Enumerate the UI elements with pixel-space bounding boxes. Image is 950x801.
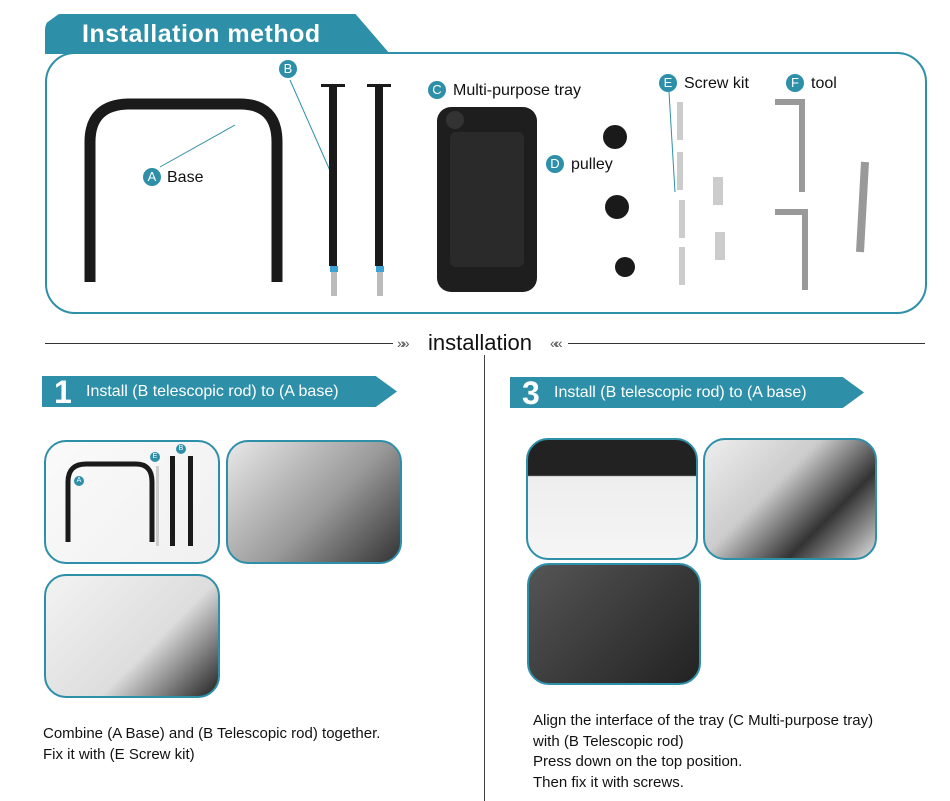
photo-label-e: E bbox=[150, 452, 160, 462]
parts-illustration bbox=[84, 79, 869, 296]
section-title: installation bbox=[428, 330, 532, 355]
part-c-label: Multi-purpose tray bbox=[453, 82, 582, 99]
part-b-badge: B bbox=[279, 60, 297, 78]
step-3-banner: 3 Install (B telescopic rod) to (A base) bbox=[510, 377, 864, 408]
part-a-label: Base bbox=[167, 169, 204, 186]
part-d-badge: D bbox=[546, 155, 564, 173]
step-1-parts-photo: A E B bbox=[44, 440, 220, 564]
part-d-label: pulley bbox=[571, 156, 613, 173]
step-3-photo-align bbox=[526, 438, 698, 560]
pulleys-image bbox=[603, 125, 635, 277]
photo-label-a: A bbox=[74, 476, 84, 486]
column-divider bbox=[484, 355, 485, 801]
page-title: Installation method bbox=[82, 20, 321, 48]
tray-image bbox=[437, 107, 537, 292]
part-c-badge: C bbox=[428, 81, 446, 99]
part-f-badge: F bbox=[786, 74, 804, 92]
parts-overview bbox=[45, 52, 927, 314]
step-3-photo-press bbox=[527, 563, 701, 685]
chevrons-right-icon: »» bbox=[397, 335, 409, 351]
step-title: Install (B telescopic rod) to (A base) bbox=[86, 383, 339, 400]
step-number: 3 bbox=[522, 375, 540, 411]
step-1-line-2: Fix it with (E Screw kit) bbox=[43, 745, 195, 763]
step-3-line-3: Press down on the top position. bbox=[533, 753, 743, 770]
chevrons-left-icon: «« bbox=[550, 335, 562, 351]
step-1-line-1: Combine (A Base) and (B Telescopic rod) … bbox=[43, 725, 381, 742]
header-tab bbox=[45, 14, 390, 54]
step-3-line-4: Then fix it with screws. bbox=[533, 773, 684, 791]
divider-right bbox=[568, 343, 925, 344]
divider-left bbox=[45, 343, 393, 344]
step-title: Install (B telescopic rod) to (A base) bbox=[554, 384, 807, 401]
screw-kit-image bbox=[668, 91, 725, 285]
step-3-photo-rod bbox=[703, 438, 877, 560]
step-3-line-2: with (B Telescopic rod) bbox=[533, 732, 684, 750]
step-3-line-1: Align the interface of the tray (C Multi… bbox=[533, 712, 874, 729]
photo-label-b: B bbox=[176, 444, 186, 454]
step-1-banner: 1 Install (B telescopic rod) to (A base) bbox=[42, 376, 397, 407]
part-f-label: tool bbox=[811, 75, 837, 92]
step-1-photo-screw bbox=[226, 440, 402, 564]
part-e-badge: E bbox=[659, 74, 677, 92]
tools-image bbox=[775, 99, 869, 290]
step-3-description: Align the interface of the tray (C Multi… bbox=[533, 711, 873, 793]
telescopic-rods-image bbox=[289, 79, 391, 296]
part-e-label: Screw kit bbox=[684, 75, 749, 92]
step-1-description: Combine (A Base) and (B Telescopic rod) … bbox=[43, 724, 380, 765]
base-image bbox=[84, 98, 283, 282]
part-a-badge: A bbox=[143, 168, 161, 186]
step-1-photo-wrench bbox=[44, 574, 220, 698]
step-number: 1 bbox=[54, 374, 72, 410]
